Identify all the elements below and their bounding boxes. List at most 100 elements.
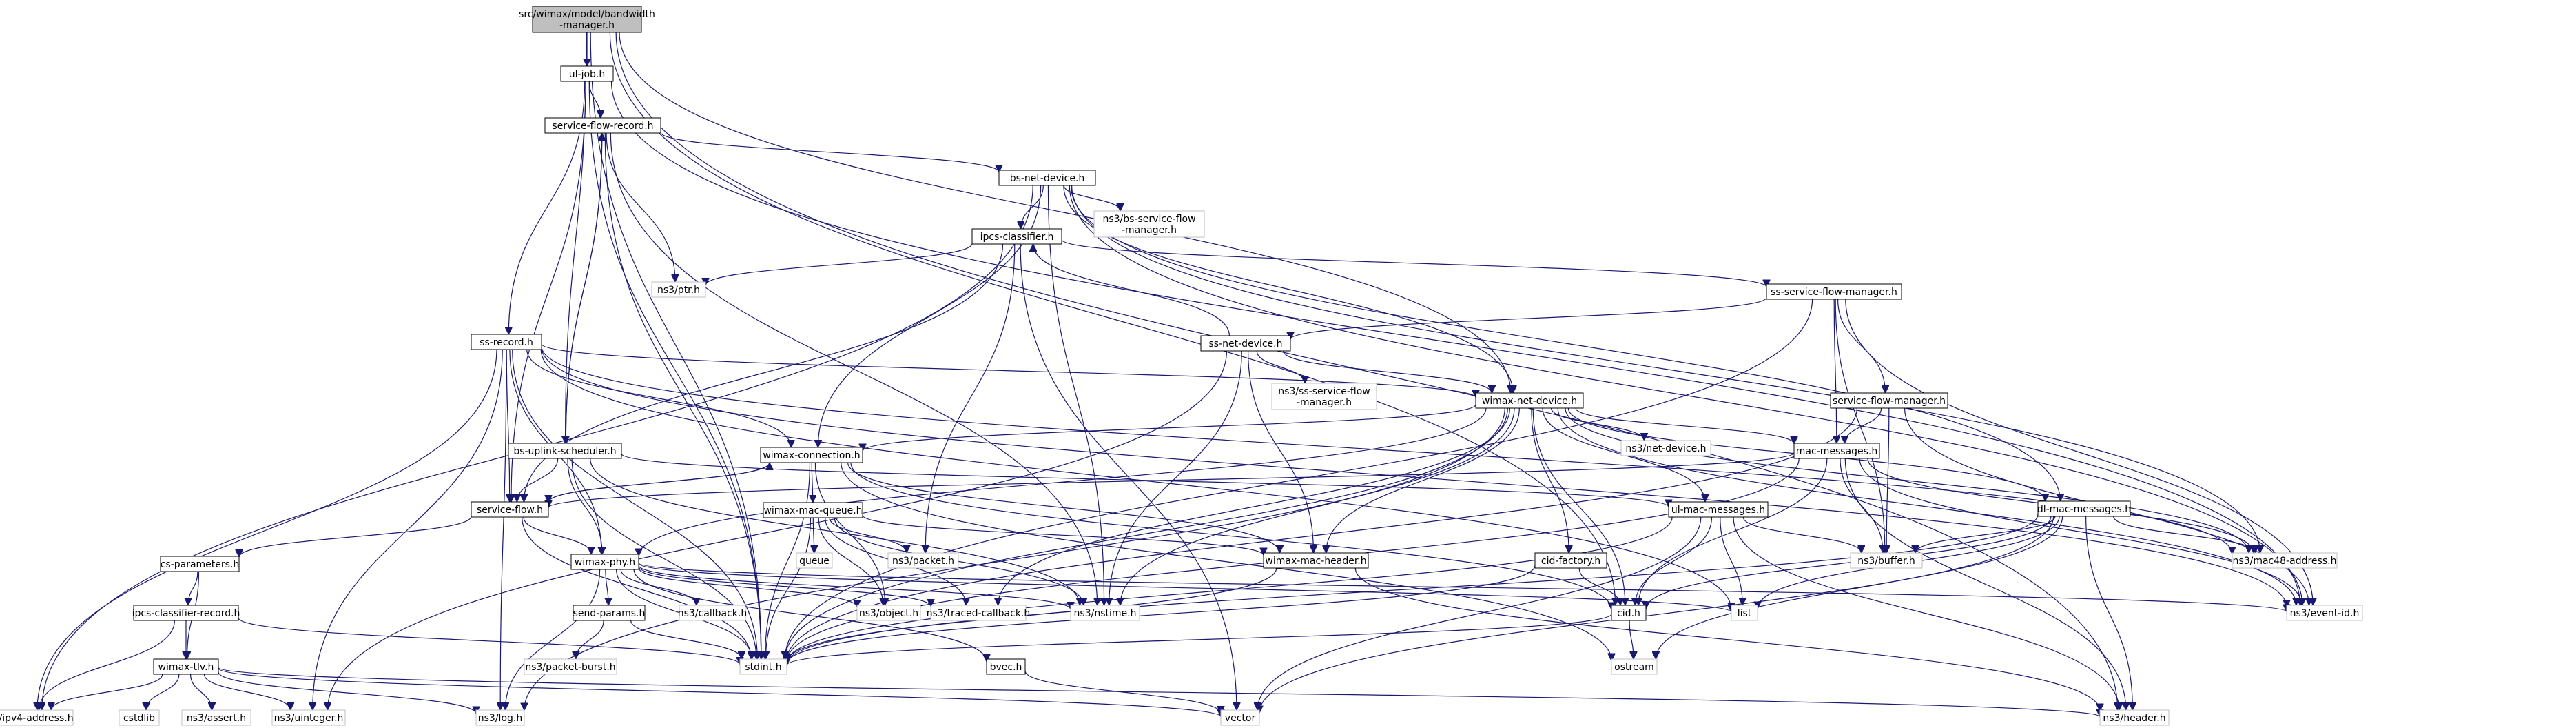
node-ul-job[interactable]: ul-job.h: [560, 65, 614, 82]
node-sendp[interactable]: send-params.h: [573, 605, 646, 621]
edge-macmsg-to-cid: [1638, 458, 1828, 605]
node-box-assert: [181, 709, 251, 726]
node-box-sflow: [471, 501, 549, 518]
edge-wphy-to-list: [638, 563, 1731, 613]
node-label-obj: ns3/object.h: [859, 608, 918, 619]
node-cspar[interactable]: cs-parameters.h: [160, 556, 240, 572]
node-sfm[interactable]: service-flow-manager.h: [1830, 392, 1948, 409]
node-label-list: list: [1738, 608, 1752, 619]
node-wmh[interactable]: wimax-mac-header.h: [1263, 552, 1369, 569]
node-box-nstime: [1070, 605, 1140, 621]
node-wmq[interactable]: wimax-mac-queue.h: [763, 502, 863, 518]
node-uint: ns3/uinteger.h: [271, 709, 346, 726]
node-obj: ns3/object.h: [856, 605, 921, 621]
node-box-wconn: [760, 447, 863, 463]
edge-wphy-to-bvec: [633, 569, 987, 662]
edge-ssrec-to-stdint: [512, 349, 758, 659]
edge-sssfm-to-ssnet: [1290, 297, 1767, 340]
edge-bsus-to-wphy: [567, 458, 602, 554]
node-sssfm[interactable]: ss-service-flow-manager.h: [1766, 283, 1902, 300]
node-mac48: ns3/mac48-address.h: [2232, 552, 2338, 569]
edge-ipcs-to-sflow: [524, 243, 1004, 502]
edge-bsus-to-sflow: [517, 458, 559, 502]
node-ipcs[interactable]: ipcs-classifier.h: [971, 228, 1062, 245]
edge-bsus-to-sfrec: [565, 133, 601, 444]
edge-wtlv-to-header: [218, 667, 2100, 718]
edge-ssnet-to-wnet: [1283, 350, 1492, 394]
node-wconn[interactable]: wimax-connection.h: [760, 447, 863, 463]
node-label-mac48: ns3/mac48-address.h: [2233, 556, 2337, 567]
node-bsus[interactable]: bs-uplink-scheduler.h: [508, 443, 622, 459]
node-box-sendp: [573, 605, 646, 621]
node-buffer: ns3/buffer.h: [1850, 552, 1923, 569]
edge-wmh-to-header: [1354, 567, 2100, 711]
node-wnet[interactable]: wimax-net-device.h: [1475, 392, 1584, 409]
edge-sendp-to-pburst: [576, 620, 604, 659]
edge-ulmac-to-cid: [1636, 516, 1713, 605]
edge-ul-job-to-evid: [610, 81, 2300, 605]
edge-root-to-wnet: [619, 32, 1511, 393]
edge-ul-job-to-sflow: [511, 81, 586, 502]
node-sfrec[interactable]: service-flow-record.h: [544, 117, 661, 134]
node-box-wmq: [763, 502, 863, 518]
edge-sssfm-to-macmsg: [1834, 299, 1837, 443]
edge-sfrec-to-stdint: [604, 132, 761, 659]
edge-wconn-to-stdint: [765, 462, 811, 659]
node-label-wtlv: wimax-tlv.h: [158, 662, 214, 673]
node-label-sendp: send-params.h: [573, 608, 646, 619]
edge-ipcs-to-sssfm: [1061, 239, 1766, 287]
edge-bsnet-to-nstime: [1047, 185, 1104, 605]
node-label-sfrec: service-flow-record.h: [552, 121, 653, 132]
node-ipcsrec[interactable]: ipcs-classifier-record.h: [132, 605, 240, 621]
edge-wtlv-to-assert: [189, 674, 212, 710]
node-wtlv[interactable]: wimax-tlv.h: [153, 658, 219, 675]
node-macmsg[interactable]: mac-messages.h: [1793, 443, 1880, 459]
node-ostream: ostream: [1611, 658, 1658, 675]
node-label-cspar: cs-parameters.h: [161, 559, 240, 570]
node-ssnet[interactable]: ss-net-device.h: [1200, 335, 1291, 352]
node-box-wphy: [570, 554, 639, 570]
edge-bsus-to-stdint: [571, 458, 756, 659]
node-box-log: [475, 709, 525, 726]
node-box-pburst: [524, 658, 617, 675]
node-nsssfm: ns3/ss-service-flow-manager.h: [1271, 383, 1377, 410]
edge-cidfac-to-stdint: [787, 565, 1536, 664]
node-pburst: ns3/packet-burst.h: [524, 658, 617, 675]
node-bsnet[interactable]: bs-net-device.h: [998, 170, 1096, 186]
node-label-cb: ns3/callback.h: [678, 608, 747, 619]
node-ssrec[interactable]: ss-record.h: [471, 334, 542, 350]
edge-wphy-to-tcb: [638, 566, 931, 607]
node-ptr: ns3/ptr.h: [651, 281, 706, 298]
dependency-edges: [37, 32, 2313, 718]
edge-dlmac-to-mac48: [2113, 516, 2256, 554]
edge-bsnet-to-mac48: [1071, 185, 2260, 553]
edge-dlmac-to-cid: [1646, 516, 2052, 609]
node-sflow[interactable]: service-flow.h: [471, 501, 549, 518]
edge-sssfm-to-buffer: [1835, 299, 1885, 553]
edge-dlmac-to-vector: [1259, 516, 2054, 713]
node-dlmac[interactable]: dl-mac-messages.h: [2037, 501, 2131, 517]
node-bvec[interactable]: bvec.h: [986, 658, 1026, 675]
node-label-packet: ns3/packet.h: [892, 556, 954, 567]
node-label-log: ns3/log.h: [478, 713, 522, 724]
node-label-ipcs: ipcs-classifier.h: [980, 232, 1054, 243]
edge-sssfm-to-stdint: [785, 299, 1813, 659]
node-root[interactable]: src/wimax/model/bandwidth-manager.h: [519, 6, 655, 33]
edge-sflow-to-wconn: [548, 462, 770, 503]
edge-bsnet-to-bssfm: [1063, 185, 1120, 212]
edge-dlmac-to-header: [2085, 516, 2133, 710]
node-label-ptr: ns3/ptr.h: [657, 285, 700, 296]
node-wphy[interactable]: wimax-phy.h: [570, 554, 639, 570]
edge-wphy-to-nstime: [638, 565, 1071, 610]
node-box-list: [1731, 605, 1758, 621]
node-label-bvec: bvec.h: [990, 662, 1022, 673]
node-log: ns3/log.h: [475, 709, 525, 726]
node-ipv4: ns3/ipv4-address.h: [0, 709, 74, 726]
edge-macmsg-to-evid: [1859, 458, 2302, 605]
node-label-netdev: ns3/net-device.h: [1625, 443, 1706, 454]
node-label-ulmac: ul-mac-messages.h: [1671, 505, 1765, 516]
node-ulmac[interactable]: ul-mac-messages.h: [1668, 501, 1769, 518]
node-cid[interactable]: cid.h: [1611, 605, 1647, 621]
node-cidfac[interactable]: cid-factory.h: [1534, 552, 1607, 569]
